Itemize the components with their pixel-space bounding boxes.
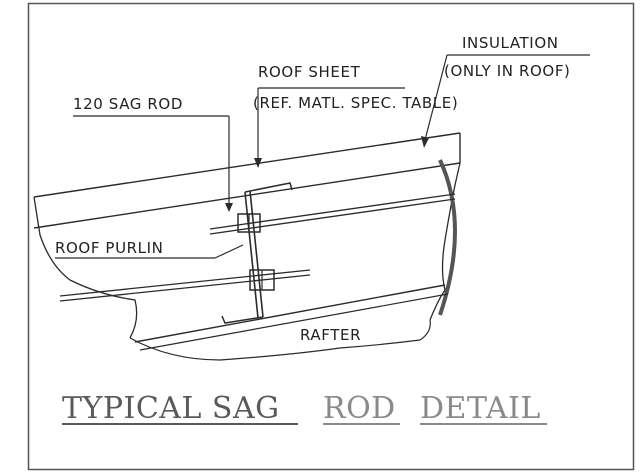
roof-sheet-arrow [254,158,262,168]
purlin-web-1 [244,191,259,319]
title-word-2: ROD [323,391,396,426]
label-only-in-roof: (ONLY IN ROOF) [444,62,571,80]
rafter-break-line [129,319,431,361]
upper-sag-rod-1 [209,193,456,230]
left-break-line [33,196,138,339]
drawing-frame [27,2,635,471]
rafter-bottom-line [139,293,449,351]
label-rafter: RAFTER [300,326,361,344]
right-break-line [429,162,461,321]
purlin-web-2 [249,190,264,318]
insulation-arc [438,159,457,316]
title-word-3: DETAIL [420,391,541,426]
purlin-top-flange [244,182,293,193]
sag-rod-arrow [225,203,233,212]
lower-sag-rod-1 [59,269,311,297]
roof-sheet-bottom-line [33,162,461,229]
label-sag-rod: 120 SAG ROD [73,95,183,113]
label-roof-sheet: ROOF SHEET [258,63,361,81]
roof-sheet-top-line [33,132,461,198]
label-roof-purlin: ROOF PURLIN [55,239,163,257]
purlin-bottom-flange [221,315,264,324]
rafter-top-line [134,284,446,343]
title-word-1: TYPICAL SAG [62,391,280,426]
label-ref-matl: (REF. MATL. SPEC. TABLE) [253,94,458,112]
label-insulation: INSULATION [462,34,559,52]
upper-sag-rod-2 [209,198,456,235]
lower-sag-rod-2 [59,274,311,302]
insulation-leader-diag [424,54,448,141]
insulation-arrow [421,136,429,148]
purlin-leader-diag [214,244,244,259]
